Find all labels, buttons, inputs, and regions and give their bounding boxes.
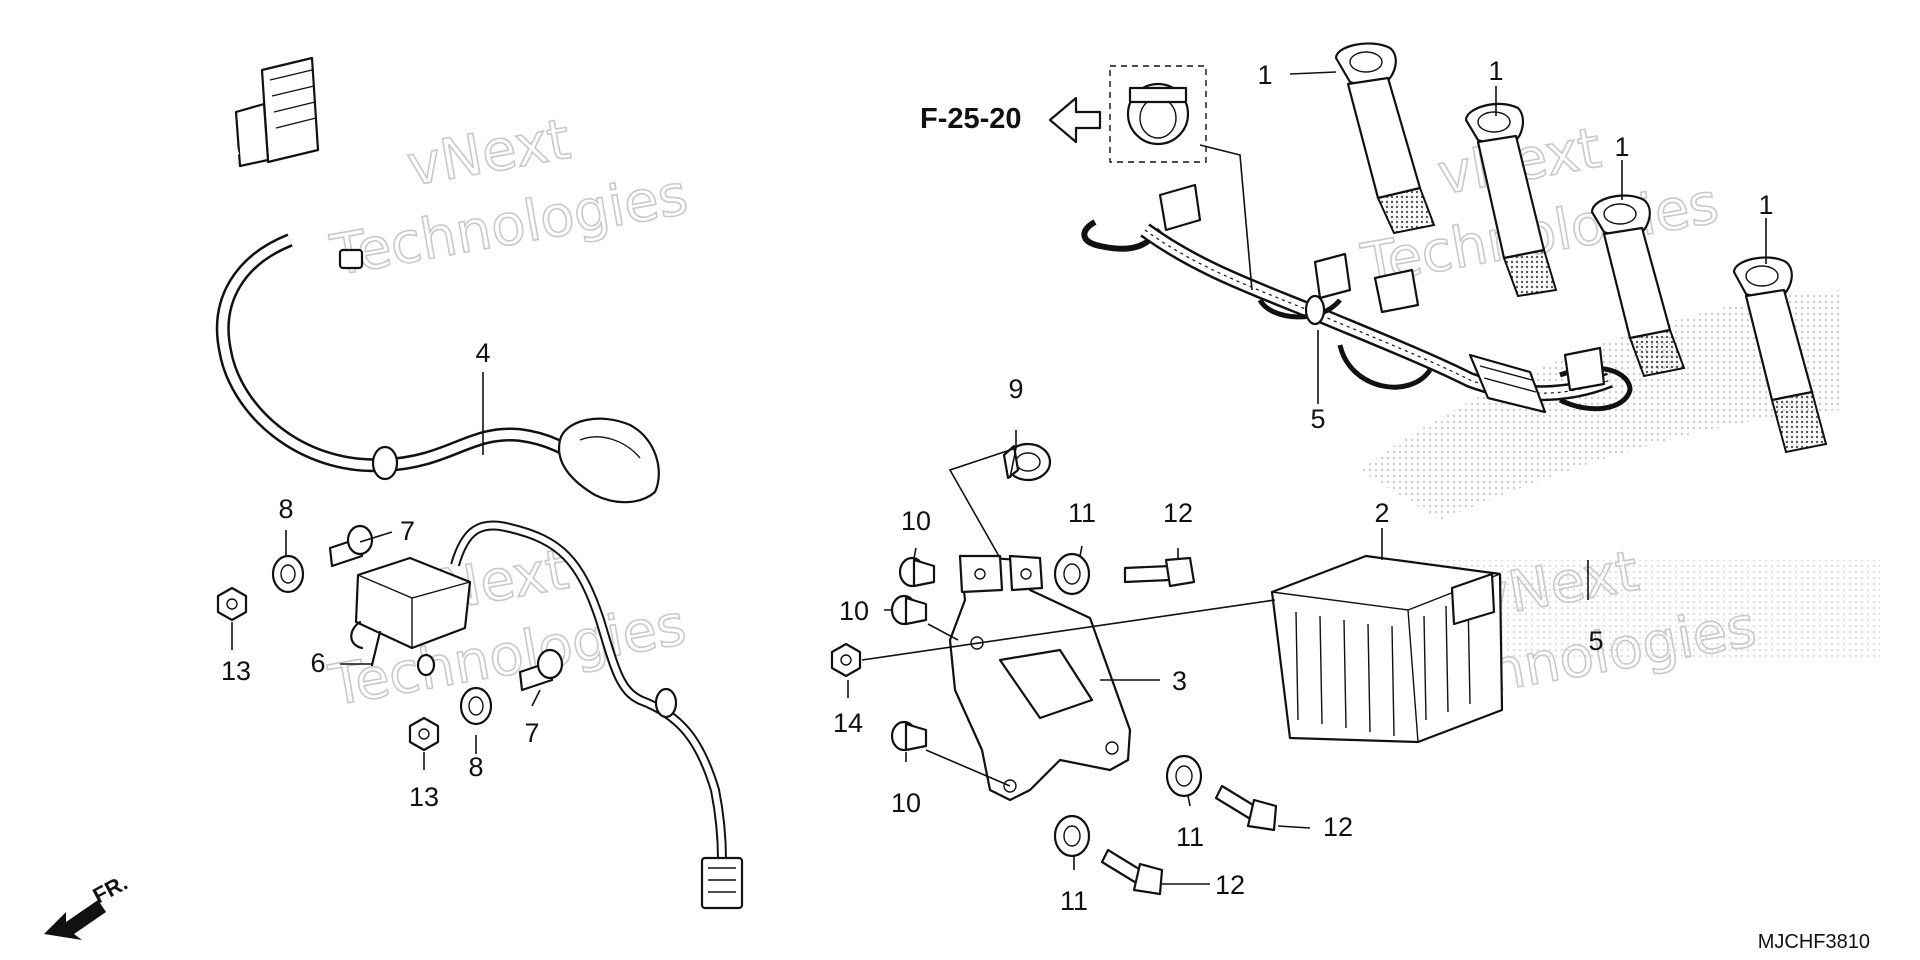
part-6-module: [350, 520, 744, 910]
part-13-nut-upper: [216, 586, 248, 622]
callout-5: 5: [1588, 626, 1603, 656]
part-10-collar-mid: [890, 594, 928, 626]
part-2-ecu: [1270, 554, 1504, 744]
callout-14: 14: [833, 708, 863, 738]
part-7-collar-lower: [518, 648, 564, 692]
callout-3: 3: [1172, 666, 1187, 696]
callout-9: 9: [1008, 374, 1023, 404]
callout-4: 4: [475, 338, 490, 368]
part-10-collar-upper: [898, 556, 936, 588]
callout-1: 1: [1758, 190, 1773, 220]
part-11-grommet-lower: [1053, 814, 1091, 858]
dotted-logo-watermark: [1360, 290, 1880, 660]
callout-13: 13: [221, 656, 251, 686]
callout-12: 12: [1215, 870, 1245, 900]
callout-11: 11: [1068, 498, 1096, 528]
part-12-bolt-upper: [1123, 556, 1196, 588]
callout-1: 1: [1614, 132, 1629, 162]
part-3-bracket: [948, 554, 1132, 802]
callout-8: 8: [468, 752, 483, 782]
part-13-nut-lower: [408, 716, 440, 752]
callout-11: 11: [1060, 886, 1088, 916]
part-12-bolt-mid: [1214, 784, 1278, 832]
callout-12: 12: [1163, 498, 1193, 528]
callout-7: 7: [524, 718, 539, 748]
callout-numbers: 1 1 1 1 2 3 4 5 5 6 7 7 8 8 9 10 10 10 1…: [221, 56, 1774, 916]
reference-arrow: [1048, 96, 1102, 144]
part-7-collar-upper: [328, 524, 374, 568]
part-10-collar-lower: [890, 720, 928, 752]
part-14-flange-nut: [830, 642, 862, 678]
part-1-ignition-coil-c: [1590, 194, 1686, 378]
part-1-ignition-coil-b: [1464, 102, 1558, 298]
part-11-grommet-upper: [1053, 552, 1091, 596]
callout-10: 10: [901, 506, 931, 536]
drawing-code: MJCHF3810: [1758, 931, 1870, 953]
callout-2: 2: [1374, 498, 1389, 528]
callout-11: 11: [1176, 822, 1204, 852]
front-direction-marker: FR.: [44, 870, 132, 940]
callout-7: 7: [400, 516, 415, 546]
callout-10: 10: [891, 788, 921, 818]
part-5-ignition-harness: [1081, 183, 1633, 414]
callout-10: 10: [839, 596, 869, 626]
callout-8: 8: [278, 494, 293, 524]
callout-13: 13: [409, 782, 439, 812]
part-11-grommet-mid: [1165, 754, 1203, 798]
reference-label: F-25-20: [920, 103, 1022, 135]
leader-lines: [231, 71, 1767, 885]
callout-5: 5: [1310, 404, 1325, 434]
part-12-bolt-lower: [1100, 848, 1164, 896]
callout-12: 12: [1323, 812, 1353, 842]
part-8-grommet-lower: [459, 686, 493, 726]
callout-6: 6: [310, 648, 325, 678]
part-4-sub-harness: [189, 56, 660, 504]
part-1-ignition-coil-d: [1732, 256, 1828, 454]
part-8-grommet-upper: [271, 554, 305, 594]
part-1-ignition-coil-a: [1334, 42, 1436, 235]
clamp-dashed-box: [1109, 65, 1207, 163]
callout-1: 1: [1257, 60, 1272, 90]
callout-1: 1: [1488, 56, 1503, 86]
watermark-top-left: vNext Technologies: [325, 106, 693, 290]
